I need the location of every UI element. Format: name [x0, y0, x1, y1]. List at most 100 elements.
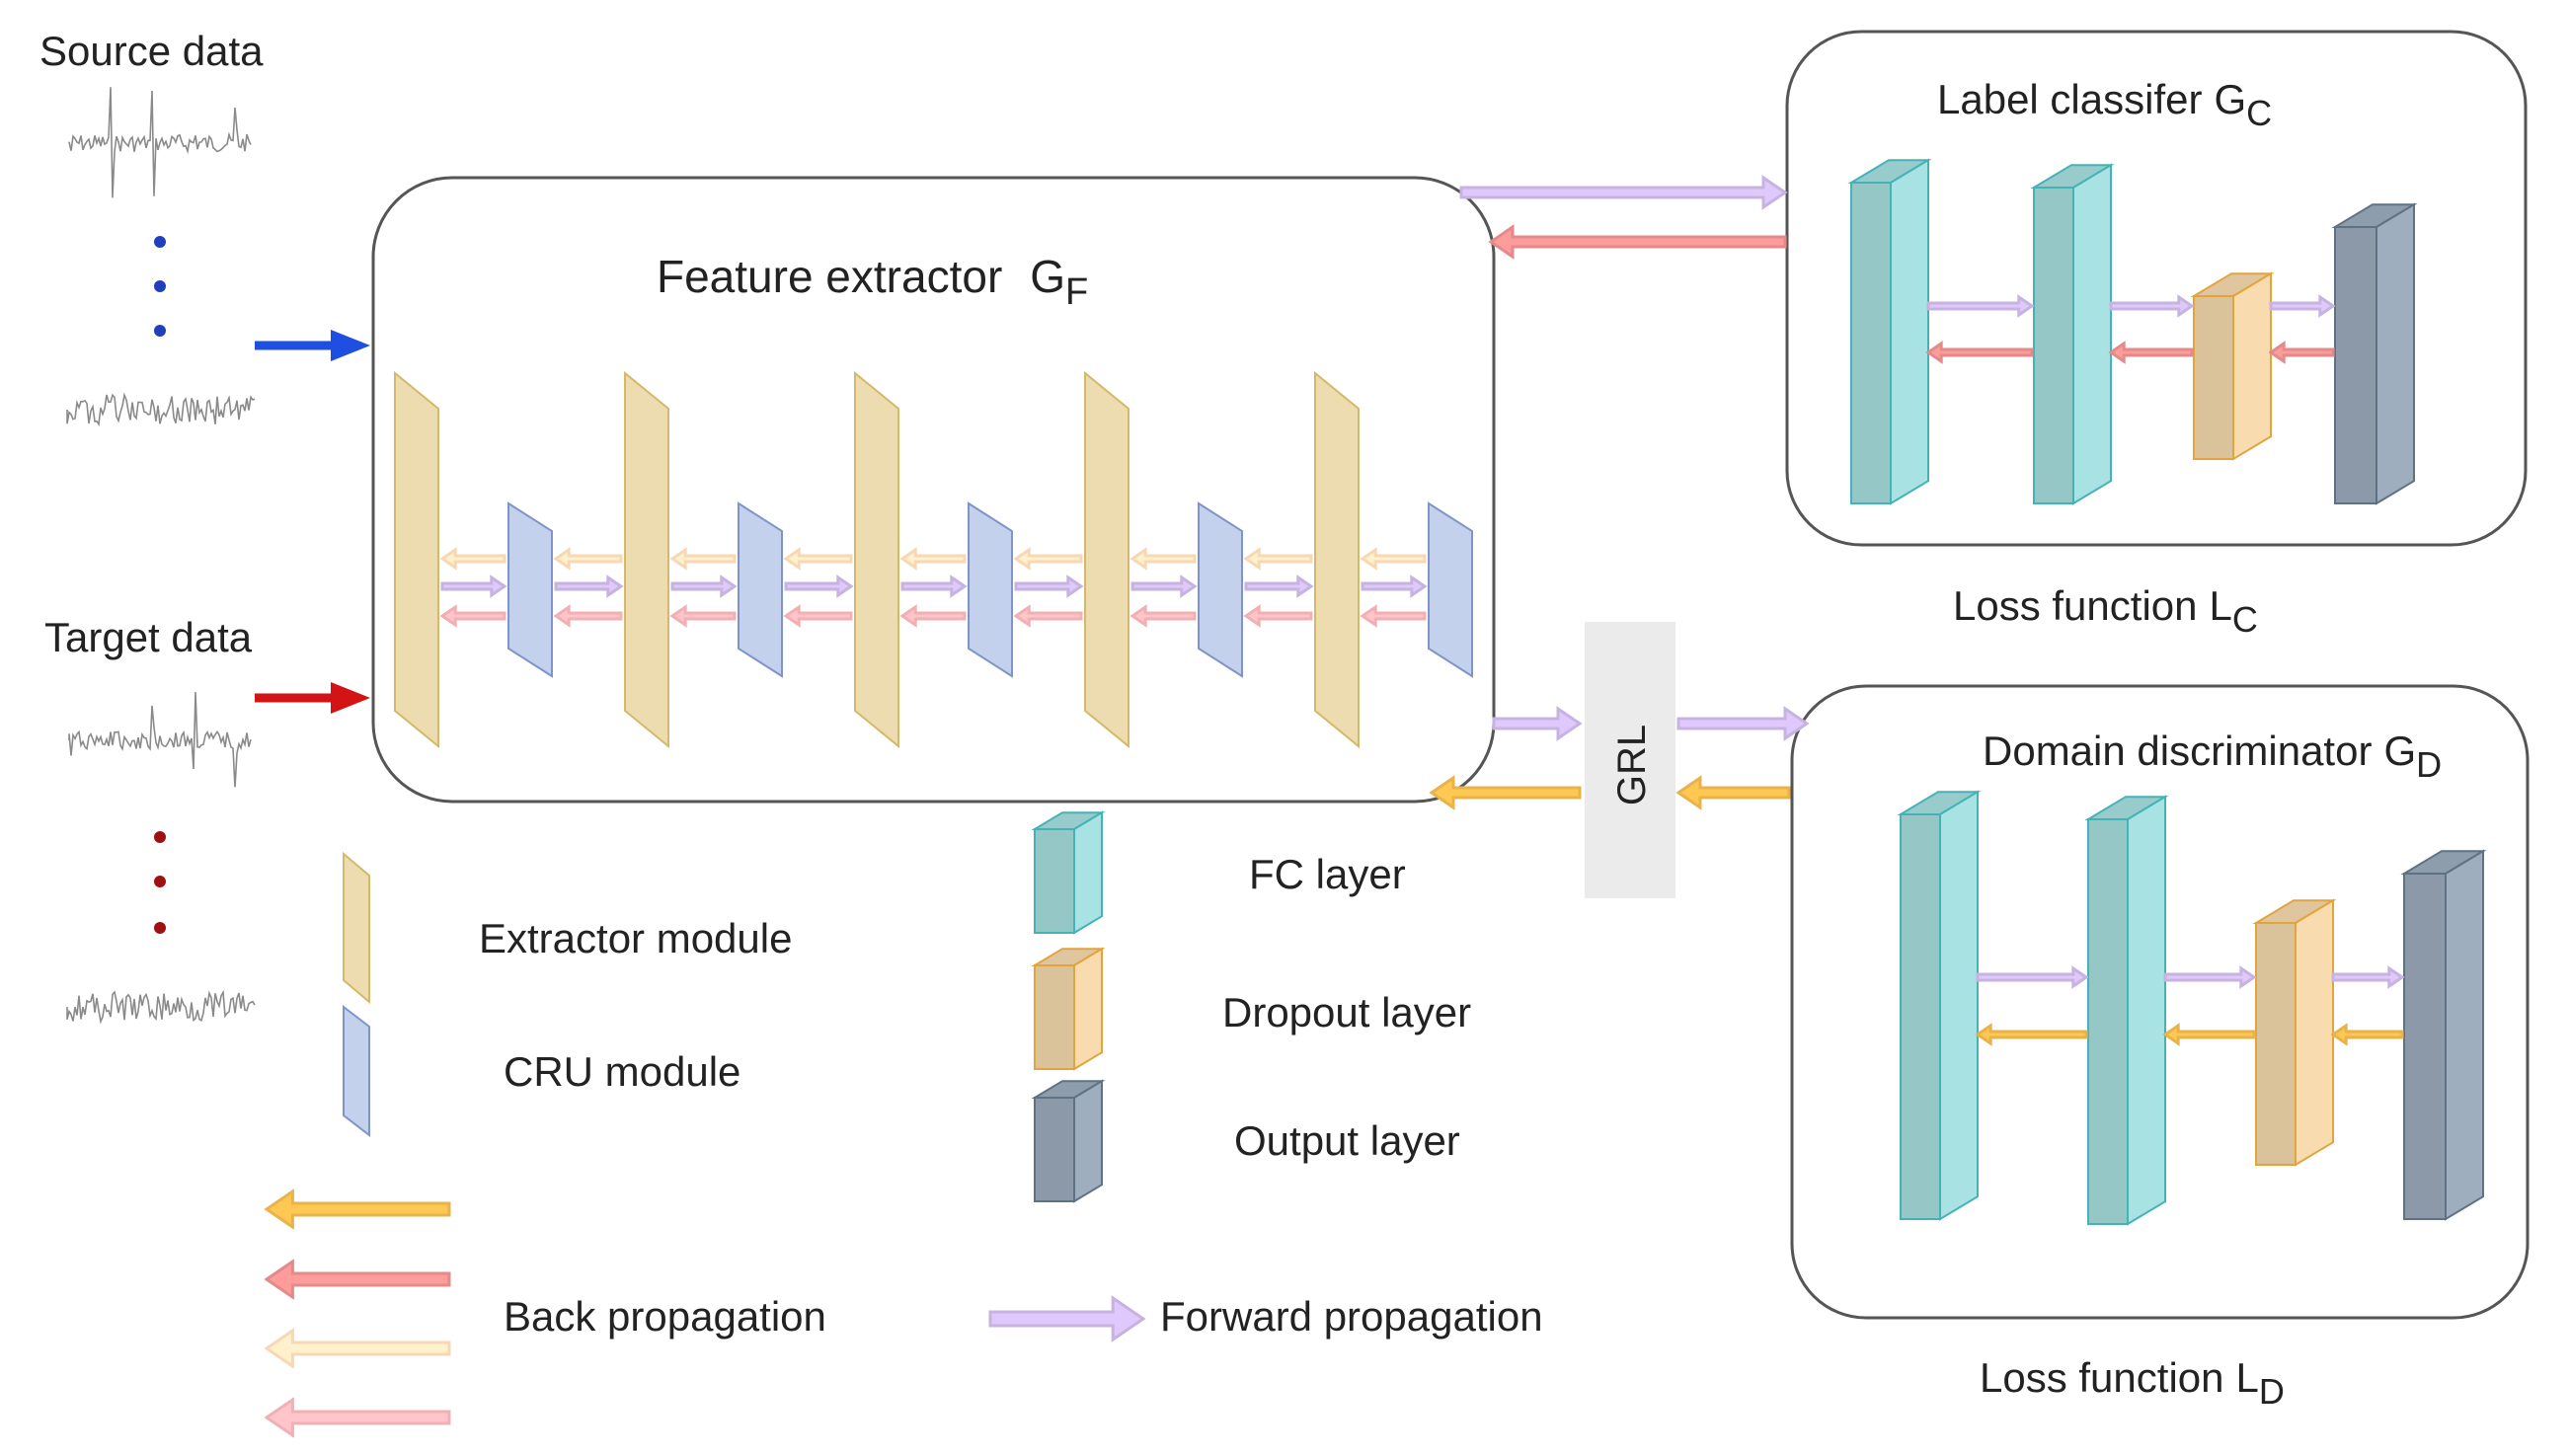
back-arrow-peach	[1129, 547, 1197, 571]
forward-arrow	[1976, 965, 2089, 989]
layer-front-face	[1900, 813, 1941, 1220]
source-input-arrow	[255, 330, 370, 361]
signal-waveform	[68, 87, 252, 198]
back-arrow	[2330, 1023, 2404, 1046]
forward-arrow	[2269, 294, 2336, 318]
forward-arrow	[1926, 294, 2035, 318]
legend-shapes	[264, 810, 1146, 1438]
ellipsis-dot	[154, 922, 166, 934]
back-arrow-from-classifier	[1488, 224, 1787, 260]
layer-front-face	[2255, 922, 2297, 1166]
signal-waveform	[66, 989, 256, 1025]
forward-arrow	[1361, 575, 1428, 598]
feature-extractor-modules	[394, 370, 1473, 749]
legend-back-arrow-pink	[264, 1397, 451, 1438]
legend-dropout-layer-icon	[1031, 947, 1106, 1071]
back-arrow-peach	[1360, 547, 1427, 571]
cru-module	[507, 501, 553, 678]
extractor-module	[624, 370, 669, 749]
target-signal-top	[68, 692, 252, 788]
target-input-arrow	[255, 682, 370, 714]
forward-arrow	[2109, 294, 2195, 318]
legend-fc-layer-label: FC layer	[1249, 851, 1406, 897]
arrow-head	[331, 330, 370, 361]
legend-forward-propagation-label: Forward propagation	[1160, 1293, 1543, 1340]
legend-cru-module-label: CRU module	[504, 1048, 740, 1095]
signal-waveform	[68, 692, 252, 788]
forward-arrow-to-grl	[1492, 706, 1583, 741]
layer-side-face	[1073, 947, 1103, 1071]
dropout-layer	[2190, 271, 2275, 461]
arrow-head	[331, 682, 370, 714]
back-arrow	[2108, 341, 2194, 364]
back-arrow-pink	[899, 604, 967, 628]
extractor-module	[1084, 370, 1129, 749]
source-arrow	[255, 330, 370, 361]
legend-back-propagation-label: Back propagation	[504, 1293, 826, 1340]
back-arrow-peach	[439, 547, 506, 571]
forward-arrow	[1014, 575, 1084, 598]
layer-front-face	[1034, 828, 1075, 934]
cru-module	[1198, 501, 1243, 678]
connection-arrows	[1429, 175, 1810, 810]
back-arrow-pink	[1360, 604, 1427, 628]
layer-front-face	[2033, 187, 2074, 504]
output-layer	[2331, 202, 2418, 505]
layer-front-face	[1850, 182, 1892, 504]
layer-side-face	[2072, 163, 2112, 505]
legend-output-layer-label: Output layer	[1234, 1117, 1460, 1164]
back-arrow-pink	[439, 604, 506, 628]
layer-side-face	[1073, 810, 1103, 935]
back-arrow-peach	[1243, 547, 1313, 571]
layer-front-face	[2403, 873, 2447, 1220]
legend-output-layer-icon	[1031, 1079, 1106, 1203]
back-arrow-pink	[1243, 604, 1313, 628]
forward-arrow	[2163, 965, 2257, 989]
target-data-label: Target data	[44, 614, 253, 660]
source-data-label: Source data	[39, 28, 264, 74]
back-arrow-pink	[1129, 604, 1197, 628]
back-arrow-peach	[669, 547, 737, 571]
grl-block	[1585, 622, 1675, 898]
forward-arrow	[2331, 965, 2405, 989]
source-ellipsis-dots	[154, 236, 166, 337]
fc-layer	[1847, 158, 1932, 505]
legend-back-arrow-orange	[264, 1188, 451, 1230]
ellipsis-dot	[154, 876, 166, 887]
layer-side-face	[2445, 849, 2484, 1221]
back-arrow-pink	[553, 604, 623, 628]
extractor-module	[394, 370, 439, 749]
back-arrow-pink	[783, 604, 853, 628]
legend-cru-module-icon	[343, 1004, 370, 1138]
layer-side-face	[2127, 795, 2166, 1226]
dropout-layer	[2252, 898, 2337, 1167]
legend-extractor-module-icon	[343, 851, 370, 1005]
ellipsis-dot	[154, 325, 166, 337]
back-arrow-pink	[1013, 604, 1083, 628]
domain-discriminator-layers	[1897, 790, 2487, 1226]
forward-arrow	[440, 575, 507, 598]
legend-extractor-module-label: Extractor module	[479, 915, 792, 961]
layer-front-face	[1034, 964, 1075, 1070]
layer-front-face	[2334, 226, 2377, 504]
layer-side-face	[1890, 158, 1929, 505]
source-signal-top	[68, 87, 252, 198]
forward-arrow	[554, 575, 624, 598]
forward-arrow	[1244, 575, 1314, 598]
forward-arrow	[670, 575, 738, 598]
layer-front-face	[2193, 295, 2234, 460]
back-arrow	[1975, 1023, 2088, 1046]
cru-module	[738, 501, 783, 678]
cru-module	[1428, 501, 1473, 678]
forward-arrow	[1130, 575, 1198, 598]
back-arrow-from-grl	[1429, 775, 1582, 810]
layer-front-face	[1034, 1097, 1075, 1202]
label-classifier-layers	[1847, 158, 2418, 505]
back-arrow-pink	[669, 604, 737, 628]
target-arrow	[255, 682, 370, 714]
